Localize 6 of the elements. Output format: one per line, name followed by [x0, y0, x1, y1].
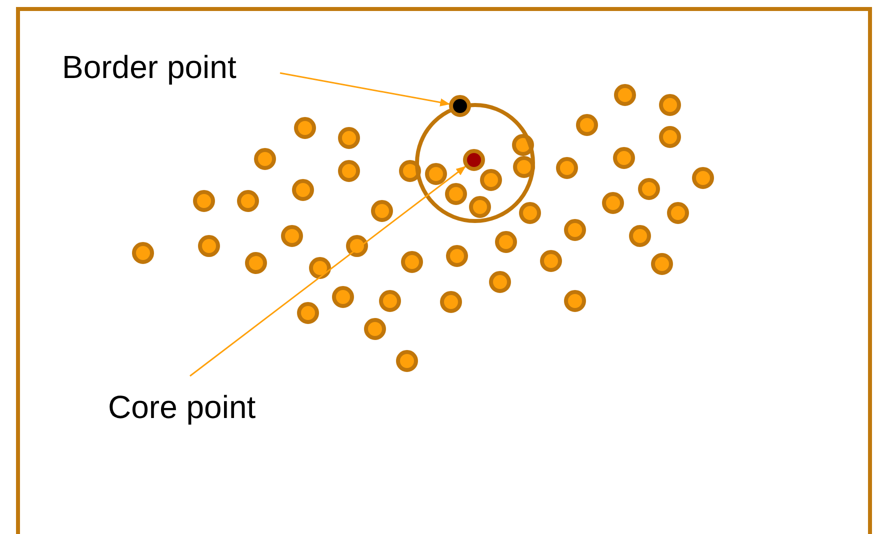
border-point-dot	[449, 95, 471, 117]
arrow	[280, 72, 450, 106]
point-label: Core point	[108, 376, 278, 426]
point-label: Border point	[62, 48, 280, 86]
core-point-dot	[463, 149, 485, 171]
arrow	[190, 166, 466, 377]
